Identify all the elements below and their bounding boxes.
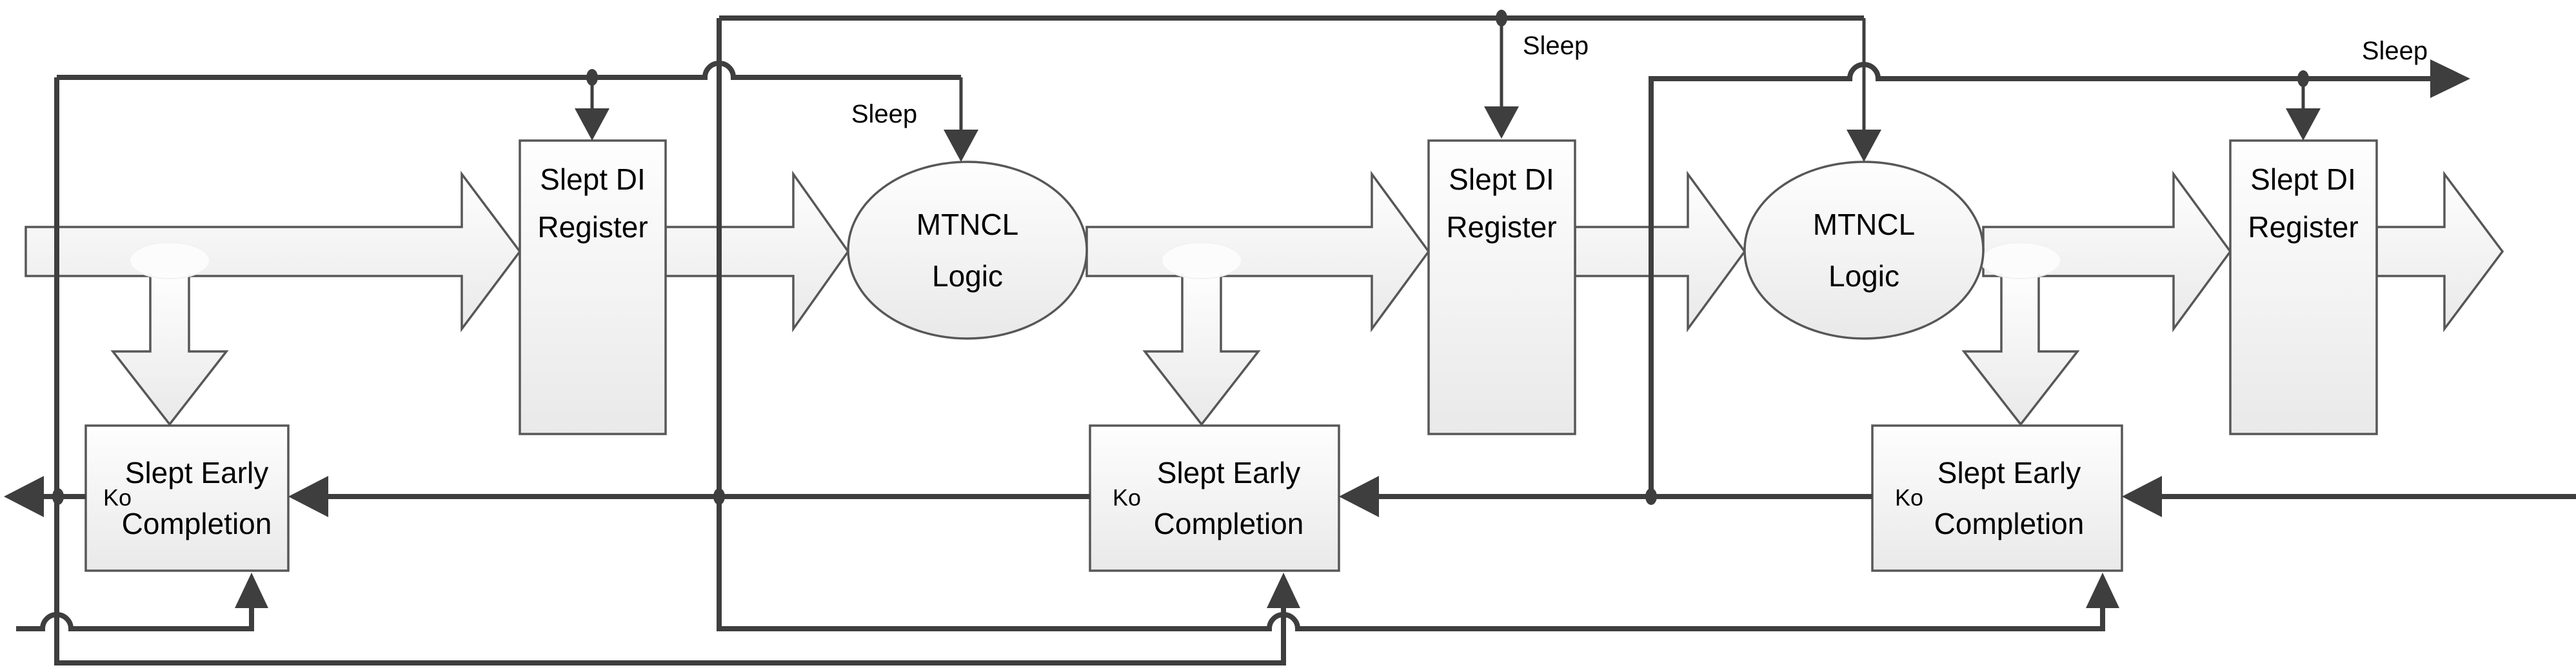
completion1-label-line2: Completion: [122, 507, 272, 540]
completion3-label-line1: Slept Early: [1937, 456, 2081, 489]
register2-label-line1: Slept DI: [1449, 163, 1554, 196]
register3-label-line2: Register: [2248, 210, 2358, 244]
branch-arrow-to-completion3: [1961, 273, 2080, 426]
logic1-label-line2: Logic: [932, 259, 1003, 293]
datapath-arrow-reg1-to-logic1: [664, 170, 850, 333]
register3-label-line1: Slept DI: [2250, 163, 2356, 196]
ki3-arrowhead-into-completion3: [2122, 476, 2162, 517]
junction-dot-register2-sleep: [1496, 10, 1507, 26]
junction-dot-ko2: [713, 488, 725, 505]
branch-junction-highlight-1: [129, 242, 210, 279]
feed-arrowhead-completion3: [2086, 573, 2119, 608]
mtncl-logic-1-ellipse: [847, 161, 1088, 340]
junction-dot-register3-sleep: [2297, 70, 2309, 87]
ko2-sleep-riser-and-bottom-feed: [717, 18, 2105, 631]
feed-arrowhead-completion2: [1267, 573, 1300, 608]
sleep-output-arrowhead: [2430, 59, 2470, 98]
completion2-label-line1: Slept Early: [1157, 456, 1300, 489]
branch-arrow-to-completion2: [1142, 273, 1261, 426]
sleep-arrowhead-logic1: [944, 130, 978, 162]
completion2-ko-port-label: Ko: [1113, 484, 1141, 511]
datapath-arrow-reg2-to-logic2: [1574, 170, 1747, 333]
slept-di-register-2-box: [1427, 139, 1576, 435]
register1-label-line1: Slept DI: [540, 163, 646, 196]
ko1-sleep-riser-and-bottom-bus: [54, 77, 1286, 665]
sleep-arrowhead-register3: [2286, 108, 2321, 141]
register2-label-line2: Register: [1446, 210, 1556, 244]
sleep-arrowhead-register1: [575, 108, 609, 141]
sleep-label-3: Sleep: [2362, 37, 2428, 65]
datapath-output-arrow: [2375, 170, 2504, 333]
ko3-sleep-riser-and-bus-right: [1649, 62, 2432, 497]
slept-di-register-1-box: [519, 139, 667, 435]
ki1-bottom-feed: [16, 608, 254, 631]
completion3-label-line2: Completion: [1934, 507, 2085, 540]
ki2-arrowhead-into-completion2: [1339, 476, 1379, 517]
sleep-label-2: Sleep: [1523, 32, 1589, 60]
datapath-arrow-logic1-to-reg2: [1085, 170, 1431, 333]
mtncl-logic-2-ellipse: [1743, 161, 1985, 340]
slept-di-register-3-box: [2229, 139, 2378, 435]
sleep-arrowhead-logic2: [1847, 130, 1881, 162]
completion1-ko-port-label: Ko: [103, 484, 132, 511]
sleep-bus-left: [57, 61, 961, 80]
completion3-ko-port-label: Ko: [1895, 484, 1923, 511]
completion1-label-line1: Slept Early: [125, 456, 268, 489]
completion2-label-line2: Completion: [1154, 507, 1304, 540]
junction-dot-register1-sleep: [586, 69, 598, 86]
junction-dot-ko1: [52, 488, 64, 505]
logic2-label-line2: Logic: [1828, 259, 1899, 293]
branch-junction-highlight-2: [1161, 242, 1242, 279]
branch-arrow-to-completion1: [110, 273, 229, 426]
feed-arrowhead-completion1: [235, 573, 268, 608]
datapath-input-arrow: [25, 170, 522, 333]
branch-junction-highlight-3: [1980, 242, 2061, 279]
ko1-output-arrowhead: [4, 476, 44, 517]
logic2-label-line1: MTNCL: [1813, 208, 1915, 241]
sleep-label-1: Sleep: [851, 100, 917, 128]
register1-label-line2: Register: [537, 210, 648, 244]
ki1-arrowhead-into-completion1: [288, 476, 328, 517]
logic1-label-line1: MTNCL: [916, 208, 1018, 241]
junction-dot-ko3: [1645, 488, 1657, 505]
sleep-arrowhead-register2: [1484, 106, 1519, 139]
